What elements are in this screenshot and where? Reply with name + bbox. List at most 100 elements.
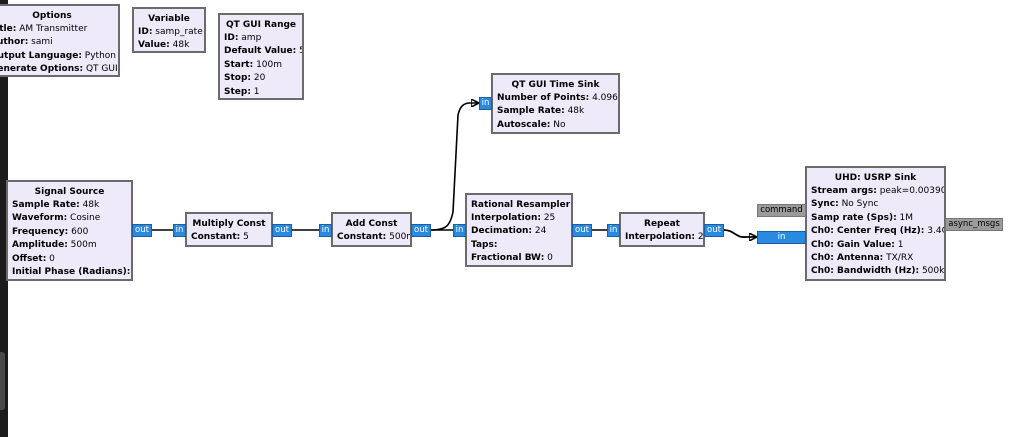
param-row: Number of Points: 4.096k	[497, 92, 618, 105]
param-row: Offset: 0	[12, 253, 127, 266]
param-value: 500k	[919, 266, 945, 277]
param-row: Ch0: Antenna: TX/RX	[811, 252, 940, 265]
param-row: Ch0: Bandwidth (Hz): 500k	[811, 265, 944, 278]
param-value: 24	[532, 226, 547, 237]
param-value: TX/RX	[883, 253, 914, 264]
param-value: 1	[250, 86, 260, 97]
param-key: Amplitude:	[12, 240, 68, 251]
param-key: Frequency:	[12, 226, 69, 237]
usrp-async-msgs-port[interactable]: async_msgs	[945, 218, 1003, 231]
param-value: AM Transmitter	[16, 24, 88, 34]
param-key: Fractional BW:	[471, 253, 545, 264]
param-key: Samp rate (Sps):	[811, 212, 897, 223]
param-row: Start: 100m	[224, 59, 298, 72]
wire-addconst-to-timesink[interactable]	[430, 103, 478, 231]
repeat-out-port[interactable]: out	[704, 224, 724, 237]
param-key: Waveform:	[12, 213, 68, 224]
param-key: Ch0: Bandwidth (Hz):	[811, 266, 920, 277]
repeat-in-port[interactable]: in	[607, 224, 620, 237]
param-key: Constant:	[337, 232, 387, 242]
block-title: UHD: USRP Sink	[834, 173, 917, 183]
multiply-in-port[interactable]: in	[173, 224, 186, 237]
usrp-command-port[interactable]: command	[757, 204, 806, 217]
param-value: sami	[28, 37, 53, 48]
param-row: Ch0: Center Freq (Hz): 3.4G	[811, 225, 944, 238]
usrp-in-port[interactable]: in	[757, 231, 806, 244]
repeat-block[interactable]: Repeat Interpolation: 20	[619, 212, 705, 247]
param-row: ID: samp_rate	[138, 26, 203, 39]
param-key: Start:	[224, 59, 254, 70]
param-row: Amplitude: 500m	[12, 239, 127, 252]
signal-source-out-port[interactable]: out	[132, 224, 152, 237]
param-row: Frequency: 600	[12, 226, 127, 239]
param-value: 20	[251, 73, 266, 84]
param-key: Interpolation:	[625, 232, 695, 242]
param-value: 48k	[169, 40, 190, 51]
param-value: 0	[130, 267, 131, 277]
param-row: Default Value: 5	[224, 45, 302, 58]
param-row: Stop: 20	[224, 72, 298, 85]
addconst-in-port[interactable]: in	[319, 224, 332, 237]
block-title: QT GUI Range	[225, 20, 297, 30]
param-row: Output Language: Python	[0, 50, 116, 63]
multiply-out-port[interactable]: out	[272, 224, 292, 237]
param-row: Waveform: Cosine	[12, 212, 127, 225]
block-title: Rational Resampler	[471, 200, 571, 210]
param-key: Generate Options:	[0, 64, 84, 75]
param-row: Ch0: Gain Value: 1	[811, 239, 940, 252]
signal-source-block[interactable]: Signal Source Sample Rate: 48k Waveform:…	[6, 180, 133, 281]
param-row: Fractional BW: 0	[471, 252, 567, 265]
param-value: 0	[46, 253, 55, 264]
param-key: Sync:	[811, 199, 839, 210]
param-value: 5	[240, 232, 249, 242]
param-key: ID:	[224, 33, 239, 43]
qt-gui-range-block[interactable]: QT GUI Range ID: amp Default Value: 5 St…	[218, 13, 304, 100]
resampler-in-port[interactable]: in	[453, 224, 466, 237]
param-key: Interpolation:	[471, 213, 541, 223]
param-row: ID: amp	[224, 32, 298, 45]
param-row: Sample Rate: 48k	[497, 105, 614, 118]
param-key: ID:	[138, 27, 153, 37]
rational-resampler-block[interactable]: Rational Resampler Interpolation: 25 Dec…	[465, 193, 573, 267]
param-value: 600	[68, 226, 89, 237]
param-key: Initial Phase (Radians):	[12, 267, 131, 278]
wire-repeat-to-usrp[interactable]	[723, 229, 756, 237]
variable-block[interactable]: Variable ID: samp_rate Value: 48k	[132, 7, 206, 53]
options-block[interactable]: Options Title: AM Transmitter Author: sa…	[0, 4, 120, 77]
addconst-out-port[interactable]: out	[411, 224, 431, 237]
block-title: Variable	[148, 14, 190, 24]
param-key: Taps:	[471, 239, 498, 250]
param-value: No	[550, 119, 566, 130]
multiply-const-block[interactable]: Multiply Const Constant: 5	[185, 212, 273, 247]
param-value: peak=0.003906	[876, 186, 946, 196]
param-key: Default Value:	[224, 46, 297, 57]
param-key: Offset:	[12, 253, 47, 264]
param-row: Sample Rate: 48k	[12, 199, 127, 212]
param-row: Constant: 500m	[337, 231, 410, 244]
param-key: Ch0: Antenna:	[811, 253, 884, 264]
block-title: Signal Source	[34, 187, 105, 197]
param-row: Initial Phase (Radians): 0	[12, 266, 131, 279]
param-key: Stop:	[224, 73, 252, 84]
param-value: amp	[238, 33, 262, 43]
param-key: Autoscale:	[497, 119, 551, 130]
param-key: Constant:	[191, 232, 241, 242]
param-key: Step:	[224, 86, 251, 97]
param-value: 4.096k	[589, 93, 620, 103]
add-const-block[interactable]: Add Const Constant: 500m	[331, 212, 412, 247]
param-value: 100m	[253, 59, 283, 70]
param-row: Generate Options: QT GUI	[0, 63, 118, 75]
block-title: Add Const	[345, 219, 398, 229]
timesink-in-port[interactable]: in	[479, 97, 492, 110]
resampler-out-port[interactable]: out	[572, 224, 592, 237]
block-title: Repeat	[644, 219, 680, 229]
qt-gui-time-sink-block[interactable]: QT GUI Time Sink Number of Points: 4.096…	[491, 73, 620, 134]
param-key: Title:	[0, 24, 17, 34]
param-value: 1	[894, 239, 904, 250]
param-row: Constant: 5	[191, 231, 267, 244]
param-value: 0	[544, 253, 553, 264]
param-value: QT GUI	[83, 64, 118, 75]
param-key: Ch0: Gain Value:	[811, 239, 895, 250]
usrp-sink-block[interactable]: UHD: USRP Sink Stream args: peak=0.00390…	[805, 166, 946, 281]
